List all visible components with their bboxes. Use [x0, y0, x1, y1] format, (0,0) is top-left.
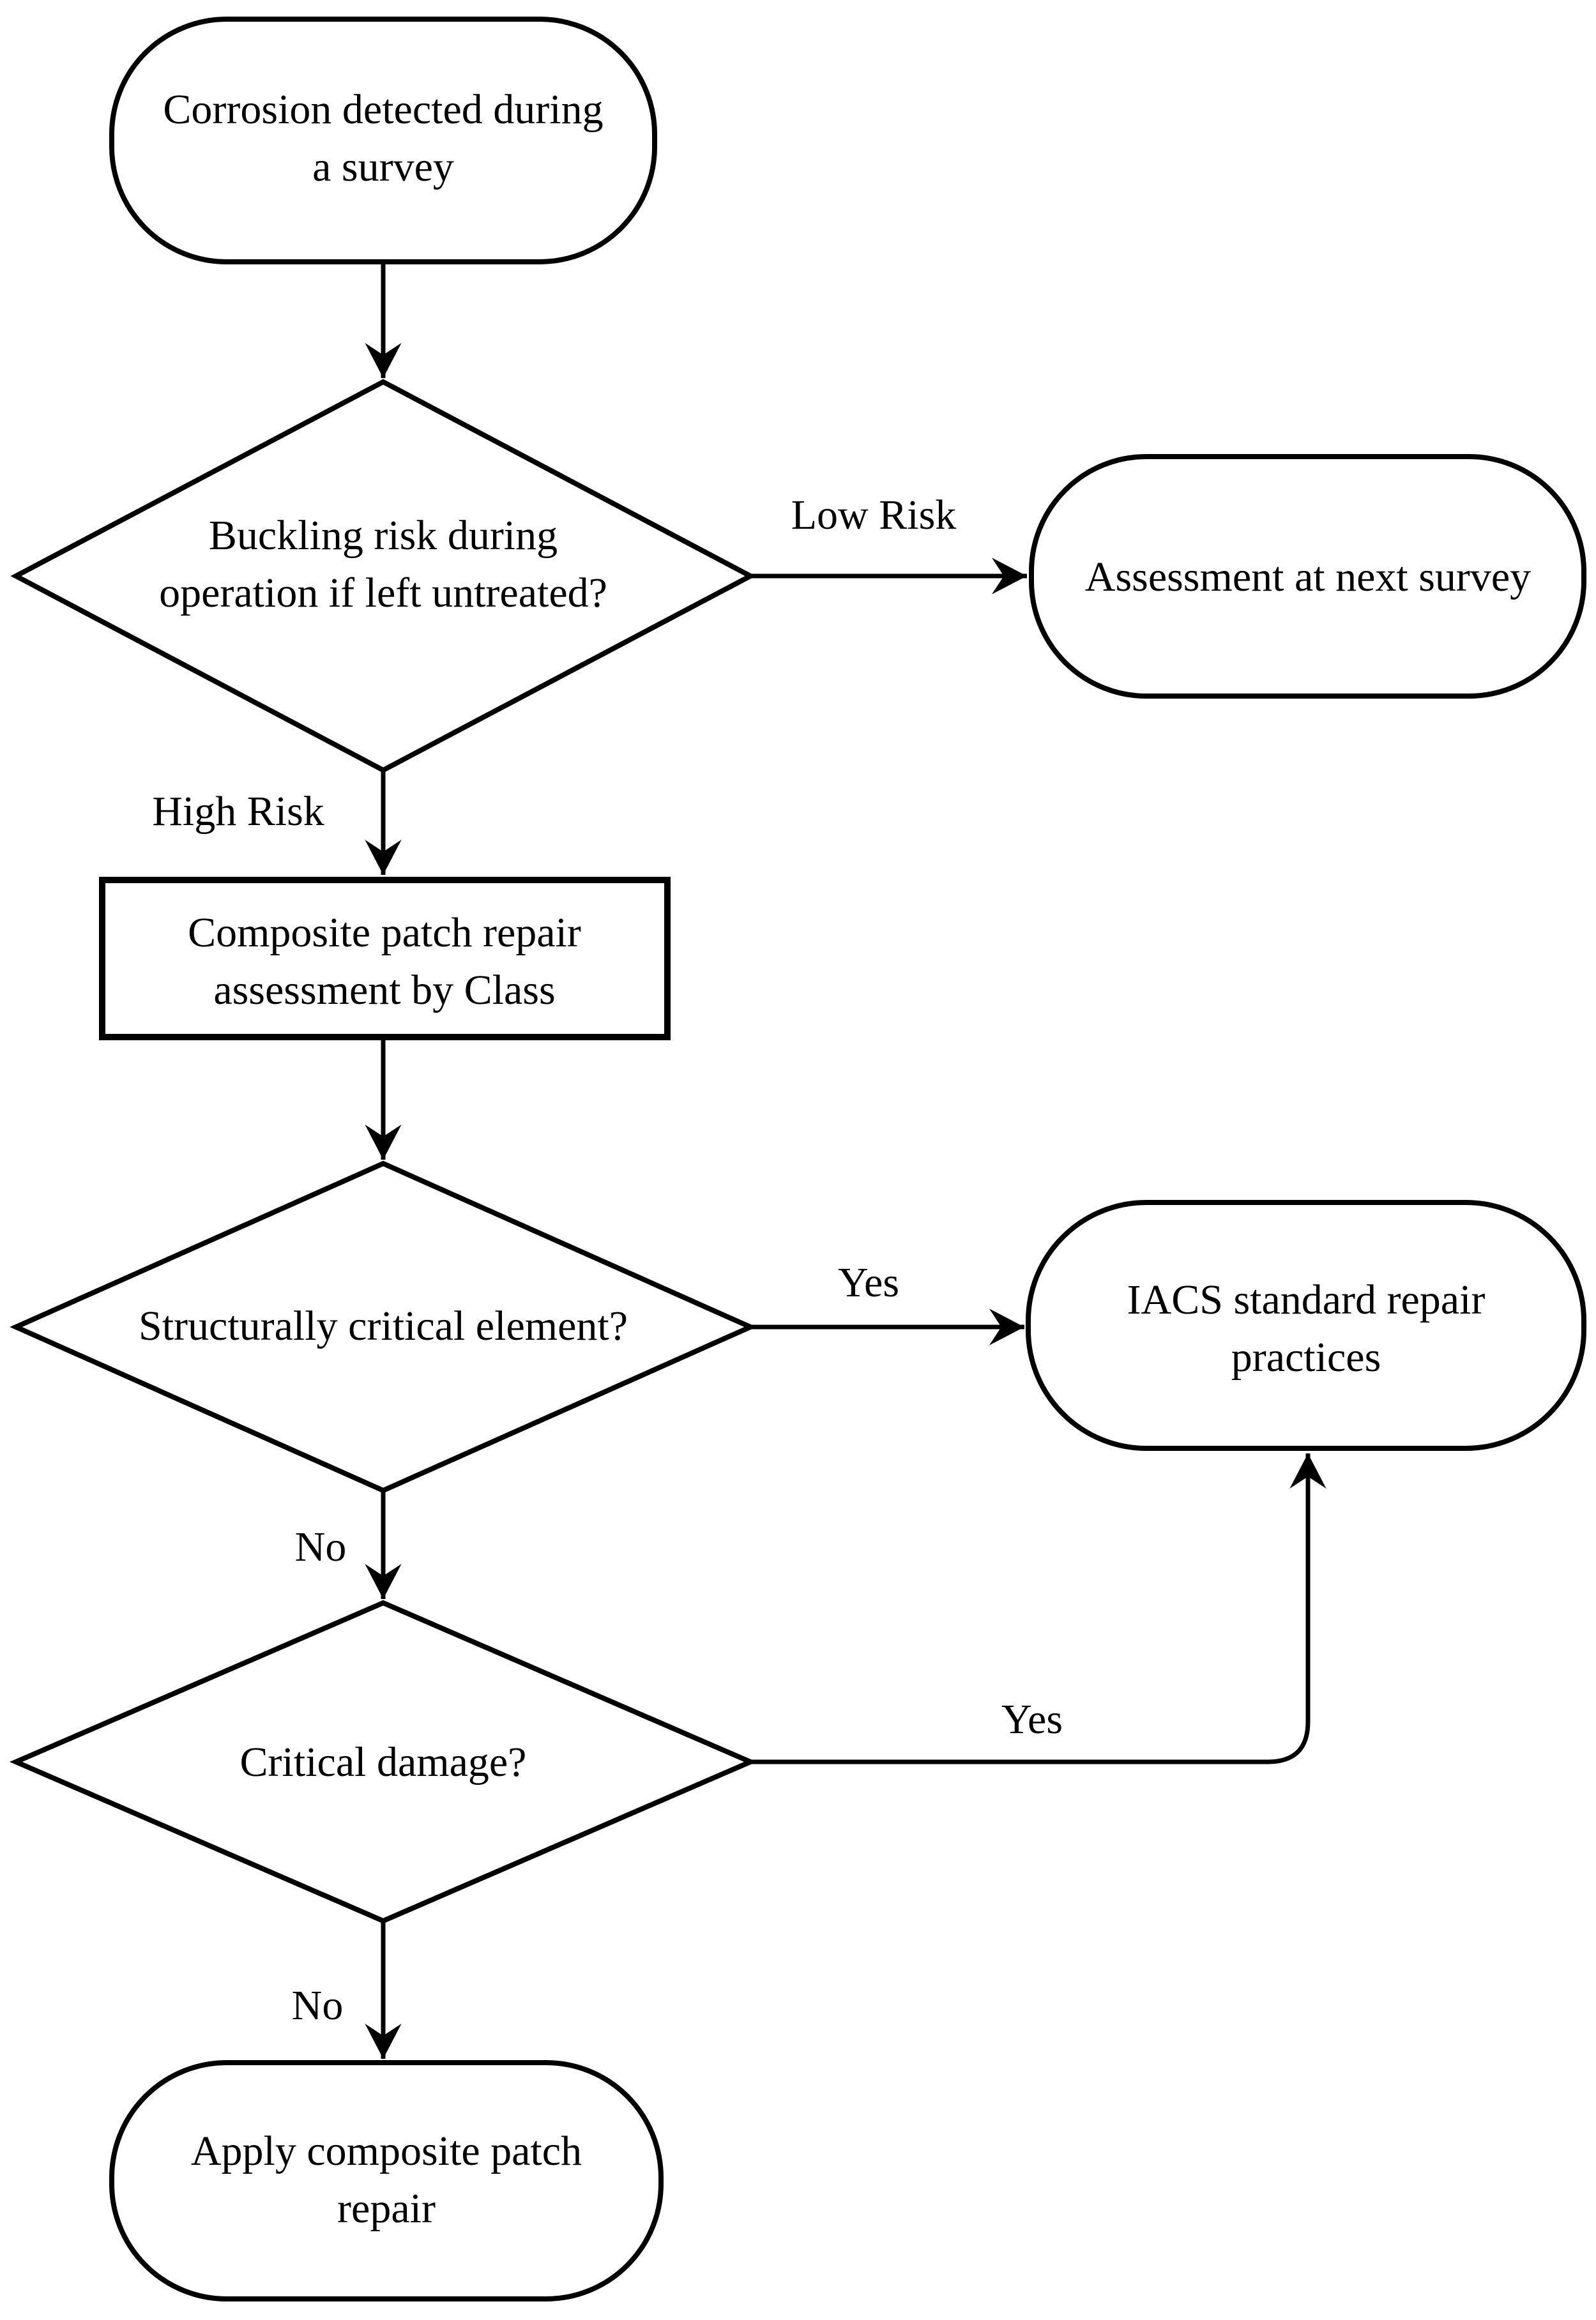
node-critical-decision: [9, 1600, 757, 1924]
edge-label-low-risk: Low Risk: [791, 492, 957, 538]
node-apply-patch-label-line2: repair: [337, 2185, 436, 2232]
edge-label-high-risk: High Risk: [152, 788, 324, 835]
edge-label-structural-yes: Yes: [838, 1259, 899, 1306]
node-critical-label: Critical damage?: [240, 1739, 527, 1785]
node-apply-patch-terminator: [109, 2060, 664, 2301]
node-class-assessment-label-line2: assessment by Class: [213, 967, 555, 1013]
node-structural-label: Structurally critical element?: [139, 1303, 628, 1349]
node-start-label-line1: Corrosion detected during: [163, 86, 603, 133]
node-iacs-label-line2: practices: [1231, 1334, 1381, 1381]
edge-label-critical-no: No: [292, 1982, 344, 2029]
edge-label-critical-yes: Yes: [1001, 1696, 1063, 1743]
node-iacs-label-line1: IACS standard repair: [1127, 1277, 1486, 1323]
node-next-survey-label: Assessment at next survey: [1085, 554, 1531, 600]
edge-label-structural-no: No: [295, 1524, 347, 1570]
node-iacs-terminator: [1026, 1200, 1586, 1451]
node-start-label-line2: a survey: [312, 144, 454, 190]
node-class-assessment-label-line1: Composite patch repair: [188, 909, 581, 956]
node-buckling-label-line1: Buckling risk during: [209, 512, 558, 559]
node-next-survey-terminator: [1029, 454, 1586, 699]
node-start-terminator: [109, 17, 657, 264]
node-buckling-label-line2: operation if left untreated?: [159, 570, 607, 616]
node-apply-patch-label-line1: Apply composite patch: [191, 2128, 582, 2174]
node-class-assessment-process: [99, 877, 671, 1040]
node-buckling-decision: [10, 379, 756, 773]
node-structural-decision: [10, 1160, 757, 1494]
edge-critical-yes-to-iacs: [750, 1453, 1326, 1764]
